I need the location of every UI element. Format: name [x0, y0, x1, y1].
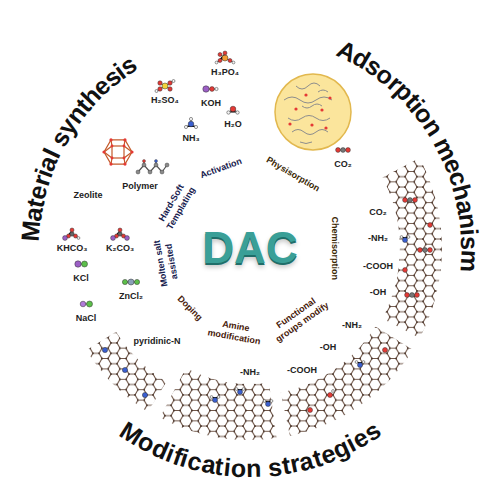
formula-label: KCl [73, 273, 89, 283]
formula-label: CO₂ [334, 159, 352, 169]
molecule [75, 261, 88, 267]
molecule [400, 236, 410, 243]
formula-label: -COOH [363, 261, 393, 271]
formula-label: CO₂ [369, 207, 387, 217]
formula-label: NaCl [76, 313, 97, 323]
segment-wedge: Chemisorption [299, 147, 448, 348]
graphene-chemisorption [382, 158, 442, 338]
molecule [122, 279, 139, 285]
title-letter: s [456, 235, 484, 250]
polymer-chain [136, 160, 169, 175]
wedge-shape [258, 276, 422, 444]
formula-label: -NH₂ [368, 233, 388, 243]
formula-label: -OH [320, 342, 337, 352]
graphene-amine [160, 368, 277, 440]
formula-label: -NH₂ [240, 367, 260, 377]
sector-title: Modification strategies [116, 416, 387, 483]
formula-label: Polymer [122, 181, 158, 191]
wedge-shape [299, 147, 448, 348]
molecule [235, 388, 245, 395]
title-letter: o [230, 453, 247, 482]
title-letter: m [455, 249, 484, 273]
molecule [355, 361, 365, 368]
segment-label: Activation [193, 154, 249, 183]
formula-label: -COOH [287, 365, 317, 375]
segment-label: Molten salt assisted [151, 234, 181, 291]
molecule [418, 248, 433, 253]
sector-title: Material synthesis [16, 50, 144, 246]
formula-label: pyridinic-N [133, 336, 180, 346]
formula-label: KHCO₃ [57, 243, 88, 253]
segment-label: Hard-Soft Templating [154, 178, 198, 234]
wedge-shape [149, 297, 287, 446]
formula-label: H₂O [224, 119, 242, 129]
formula-label: KOH [201, 98, 221, 108]
molecule [63, 228, 80, 240]
title-letter: M [16, 219, 46, 242]
formula-label: -OH [370, 287, 387, 297]
title-letter: n [454, 212, 484, 231]
wedge-shape [78, 276, 222, 420]
molecule [263, 400, 273, 407]
formula-label: K₂CO₃ [106, 243, 134, 253]
molecule [155, 80, 175, 93]
porous-carbon-particle [275, 74, 351, 152]
segment-label: Doping [171, 289, 210, 328]
formula-label: H₂SO₄ [151, 95, 179, 105]
segment-wedge: Functional groups modify [258, 276, 422, 444]
segment-label: Physisorption [255, 150, 330, 199]
molecule [336, 148, 351, 153]
title-letter: n [246, 454, 262, 482]
molecule [403, 198, 418, 203]
segment-label: Chemisorption [330, 208, 341, 288]
formula-label: -NH₂ [342, 320, 362, 330]
formula-label: Zeolite [73, 190, 102, 200]
formula-label: H₃PO₄ [211, 67, 239, 77]
sector-title: Adsorption mechanism [332, 36, 485, 276]
formula-label: NH₃ [182, 133, 199, 143]
molecule [210, 396, 220, 403]
segment-wedge: Amine modification [149, 297, 287, 446]
molecule [227, 106, 239, 114]
molecule [405, 293, 420, 298]
molecule [80, 301, 92, 307]
molecule [215, 51, 235, 64]
molecule [184, 117, 197, 128]
graphene-functional-groups [281, 326, 413, 435]
activation-molecules [155, 51, 239, 129]
formula-label: ZnCl₂ [119, 291, 143, 301]
segment-wedge: Doping [78, 276, 222, 420]
sector-band: Modification strategies DopingAmine modif… [35, 276, 465, 495]
zeolite-framework [102, 138, 133, 165]
molecule [111, 228, 130, 240]
core-title: DAC [202, 226, 297, 270]
molecule [203, 86, 218, 92]
segment-label: Amine modification [206, 317, 265, 347]
core-circle: DAC [188, 186, 312, 310]
segment-label: Functional groups modify [266, 290, 332, 345]
